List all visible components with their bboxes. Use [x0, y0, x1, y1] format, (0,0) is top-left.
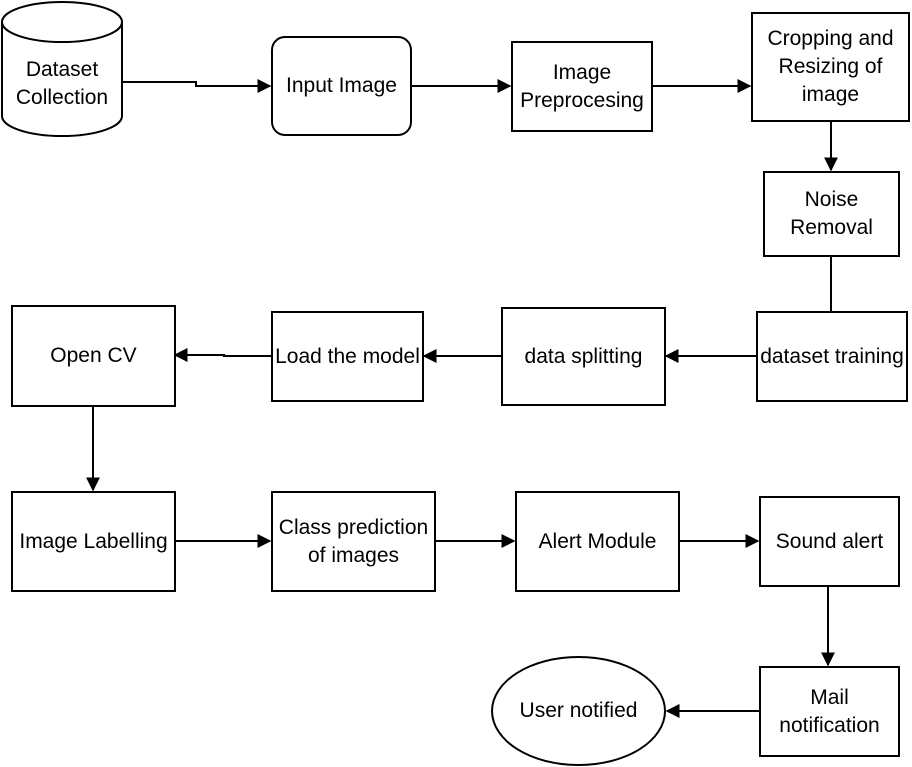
node-alert-module: Alert Module — [515, 491, 680, 592]
edge-dataset-to-input — [122, 79, 272, 93]
node-data-splitting-label: data splitting — [524, 344, 643, 368]
node-cropping-resizing: Cropping and Resizing of image — [751, 12, 910, 122]
node-dataset-training-label: dataset training — [760, 344, 904, 368]
node-input-image-label: Input Image — [286, 74, 397, 97]
node-cropping-resizing-label: Cropping and Resizing of image — [767, 27, 894, 106]
node-noise-removal-label: Noise Removal — [790, 188, 873, 239]
node-class-prediction-label: Class prediction of images — [278, 515, 429, 567]
node-image-preprocessing-label: Image Preprocesing — [520, 60, 644, 112]
node-mail-notification: Mail notification — [759, 666, 900, 757]
node-load-model-label: Load the model — [275, 344, 420, 368]
node-dataset-collection: Dataset Collection — [6, 48, 118, 120]
node-image-preprocessing: Image Preprocesing — [511, 41, 653, 132]
node-load-model: Load the model — [271, 311, 424, 402]
edge-load-to-opencv — [173, 348, 271, 362]
node-input-image: Input Image — [271, 36, 412, 136]
node-image-labelling: Image Labelling — [11, 491, 176, 592]
node-class-prediction: Class prediction of images — [271, 491, 436, 592]
node-user-notified: User notified — [491, 656, 666, 766]
node-dataset-training: dataset training — [756, 311, 908, 402]
node-noise-removal: Noise Removal — [763, 171, 900, 257]
dataset-collection-cylinder — [1, 1, 123, 137]
node-sound-alert: Sound alert — [759, 496, 900, 587]
node-dataset-collection-label: Dataset Collection — [15, 58, 109, 109]
node-user-notified-label: User notified — [519, 699, 638, 722]
node-image-labelling-label: Image Labelling — [19, 529, 168, 553]
node-mail-notification-label: Mail notification — [779, 685, 880, 737]
node-open-cv-label: Open CV — [50, 344, 137, 367]
node-alert-module-label: Alert Module — [538, 529, 657, 553]
node-data-splitting: data splitting — [501, 307, 666, 406]
node-sound-alert-label: Sound alert — [775, 529, 884, 553]
node-open-cv: Open CV — [11, 305, 176, 407]
